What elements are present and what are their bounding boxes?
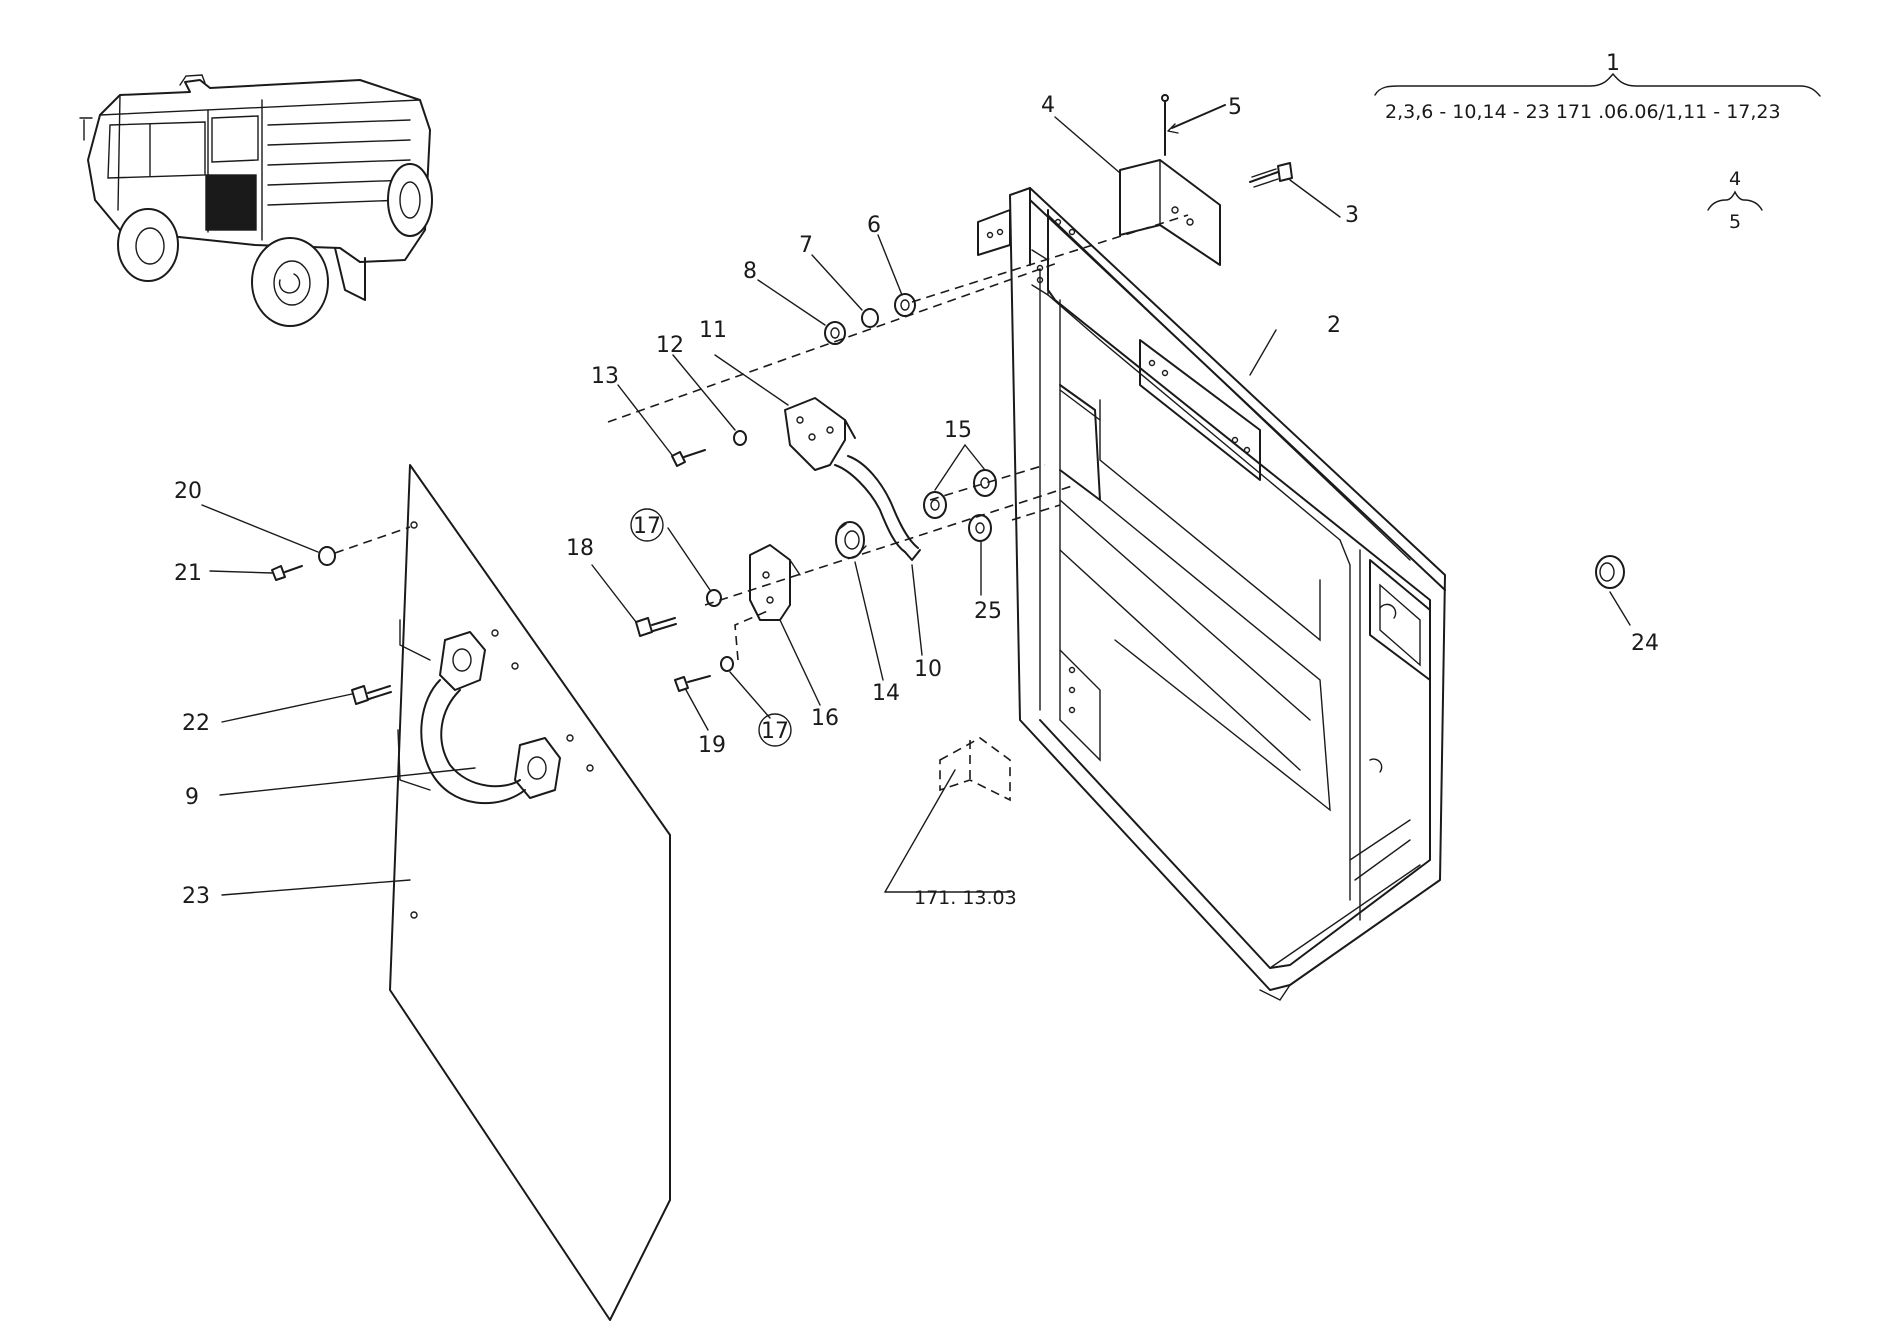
door-frame xyxy=(977,187,1446,1001)
upper-washers xyxy=(824,293,916,345)
vehicle-thumbnail xyxy=(79,74,433,327)
callout-23: 23 xyxy=(182,884,210,909)
callout-18: 18 xyxy=(566,536,594,561)
assembly-axes xyxy=(334,214,1189,661)
top-hinge xyxy=(1119,94,1293,266)
group-header: 1 2,3,6 - 10,14 - 23 171 .06.06/1,11 - 1… xyxy=(1374,51,1821,233)
group-range: 2,3,6 - 10,14 - 23 171 .06.06/1,11 - 17,… xyxy=(1385,101,1781,123)
callout-9: 9 xyxy=(185,785,199,810)
callout-8: 8 xyxy=(743,259,757,284)
lower-bracket xyxy=(749,544,801,621)
callout-24: 24 xyxy=(1631,631,1659,656)
callout-21: 21 xyxy=(174,561,202,586)
callout-5: 5 xyxy=(1228,95,1242,120)
sub-group-bottom: 5 xyxy=(1729,211,1741,233)
door-panel xyxy=(389,464,671,1321)
callout-10: 10 xyxy=(914,657,942,682)
roller xyxy=(835,521,867,559)
callout-labels: 2 3 4 5 6 7 8 11 12 13 15 17 18 20 21 22… xyxy=(174,93,1659,909)
leader-lines xyxy=(201,104,1631,896)
upper-link xyxy=(784,397,856,471)
highlighted-door-panel xyxy=(205,174,257,231)
callout-6: 6 xyxy=(867,213,881,238)
callout-17-upper: 17 xyxy=(633,514,661,539)
callout-20: 20 xyxy=(174,479,202,504)
callout-16: 16 xyxy=(811,706,839,731)
callout-2: 2 xyxy=(1327,313,1341,338)
middle-washers xyxy=(923,469,997,542)
callout-17-circle xyxy=(630,508,664,542)
group-number: 1 xyxy=(1606,51,1620,76)
callout-14: 14 xyxy=(872,681,900,706)
callout-17-lower: 17 xyxy=(761,719,789,744)
sub-group-top: 4 xyxy=(1729,168,1741,190)
callout-17-lower-circle xyxy=(758,713,792,747)
callout-15: 15 xyxy=(944,418,972,443)
callout-19: 19 xyxy=(698,733,726,758)
callout-3: 3 xyxy=(1345,203,1359,228)
door-handle xyxy=(420,631,561,805)
reference-label: 171. 13.03 xyxy=(914,887,1017,909)
callout-12: 12 xyxy=(656,333,684,358)
callout-7: 7 xyxy=(799,233,813,258)
callout-25: 25 xyxy=(974,599,1002,624)
fasteners xyxy=(271,430,1625,705)
callout-4: 4 xyxy=(1041,93,1055,118)
callout-13: 13 xyxy=(591,364,619,389)
reference-bracket xyxy=(939,737,1011,802)
callout-11: 11 xyxy=(699,318,727,343)
callout-22: 22 xyxy=(182,711,210,736)
